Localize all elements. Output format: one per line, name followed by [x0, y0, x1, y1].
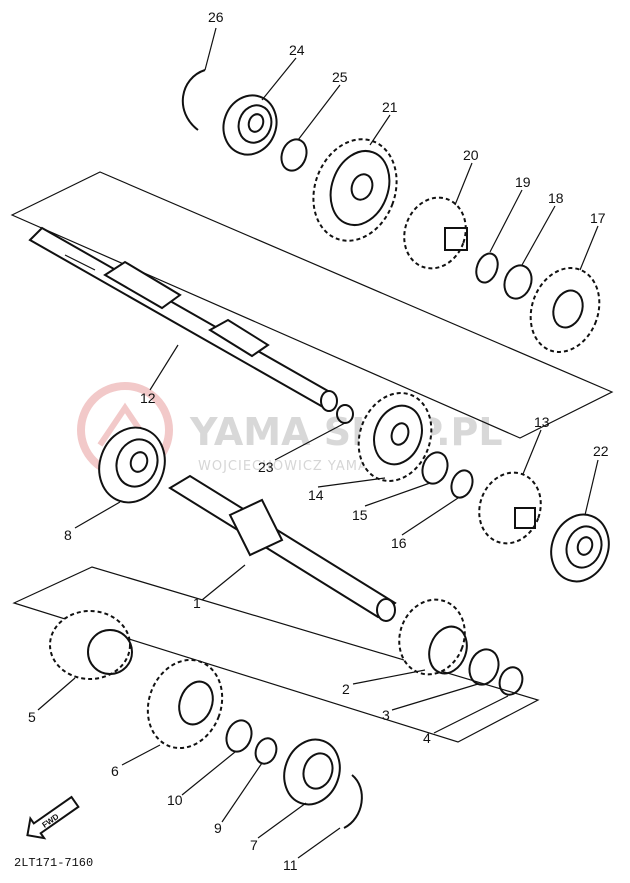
callout-16: 16 [391, 535, 407, 551]
drive-axle-1 [168, 474, 397, 622]
callout-25: 25 [332, 69, 348, 85]
callout-2: 2 [342, 681, 350, 697]
circlip-26 [181, 69, 206, 131]
gear-2 [398, 598, 468, 676]
fwd-arrow-icon: FWD [26, 795, 80, 840]
callout-15: 15 [352, 507, 368, 523]
washer-3 [468, 648, 500, 686]
callout-23: 23 [258, 459, 274, 475]
main-shaft-12 [28, 226, 338, 412]
part-code: 2LT171-7160 [14, 856, 93, 870]
circlip-19 [475, 252, 499, 284]
callout-4: 4 [423, 730, 431, 746]
gear-13 [478, 471, 542, 545]
callout-26: 26 [208, 9, 224, 25]
callout-21: 21 [382, 99, 398, 115]
lower-assembly-frame [12, 566, 540, 743]
callout-6: 6 [111, 763, 119, 779]
callout-19: 19 [515, 174, 531, 190]
callout-17: 17 [590, 210, 606, 226]
washer-25 [280, 138, 308, 172]
callout-1: 1 [193, 595, 201, 611]
callout-8: 8 [64, 527, 72, 543]
callout-9: 9 [214, 820, 222, 836]
gear-20 [403, 196, 468, 270]
washer-18 [503, 264, 533, 300]
gear-17 [529, 267, 601, 353]
circlip-16 [450, 469, 474, 499]
callout-3: 3 [382, 707, 390, 723]
callout-5: 5 [28, 709, 36, 725]
callout-18: 18 [548, 190, 564, 206]
watermark: YAMA SHOP.PL WOJCIECHOWICZ YAMAHA [77, 382, 503, 478]
upper-assembly-frame [10, 171, 614, 439]
callout-labels: 26 24 25 21 20 19 18 17 12 13 22 23 14 1… [28, 9, 609, 873]
callout-12: 12 [140, 390, 156, 406]
callout-14: 14 [308, 487, 324, 503]
bearing-24 [222, 94, 278, 156]
callout-7: 7 [250, 837, 258, 853]
washer-10 [225, 719, 253, 753]
callout-24: 24 [289, 42, 305, 58]
gear-14 [357, 392, 433, 482]
circlip-9 [254, 737, 278, 765]
gear-21 [312, 138, 398, 242]
callout-13: 13 [534, 414, 550, 430]
circlip-4 [498, 666, 524, 696]
watermark-title: YAMA SHOP.PL [189, 410, 503, 454]
bearing-8 [98, 426, 166, 504]
bearing-7 [283, 738, 341, 806]
callout-11: 11 [283, 857, 298, 873]
watermark-subtitle: WOJCIECHOWICZ YAMAHA [198, 459, 389, 474]
callout-10: 10 [167, 792, 183, 808]
gear-5 [49, 610, 133, 680]
bearing-22 [550, 513, 610, 583]
circlip-11 [343, 774, 363, 829]
callout-22: 22 [593, 443, 609, 459]
gear-6 [146, 658, 224, 750]
callout-20: 20 [463, 147, 479, 163]
leader-lines [37, 27, 599, 859]
